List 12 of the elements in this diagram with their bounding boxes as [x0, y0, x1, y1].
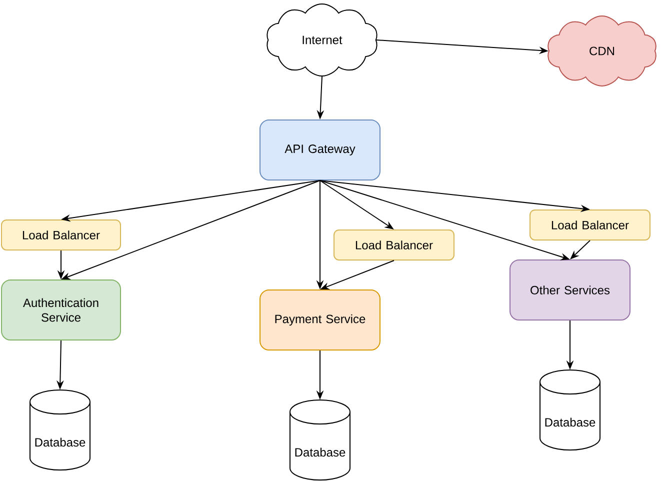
rounded-box: Other Services	[510, 260, 630, 320]
database-cylinder: Database	[30, 390, 90, 470]
rounded-box: Load Balancer	[1, 220, 121, 250]
database-cylinder: Database	[290, 400, 350, 480]
database-cylinder: Database	[540, 370, 600, 450]
rounded-box: Authentication Service	[1, 280, 121, 340]
rounded-box: Payment Service	[260, 290, 380, 350]
cloud: CDN	[548, 16, 656, 86]
rounded-box: Load Balancer	[334, 230, 454, 260]
cloud: Internet	[266, 4, 378, 76]
rounded-box: API Gateway	[260, 120, 380, 180]
rounded-box: Load Balancer	[530, 210, 650, 240]
